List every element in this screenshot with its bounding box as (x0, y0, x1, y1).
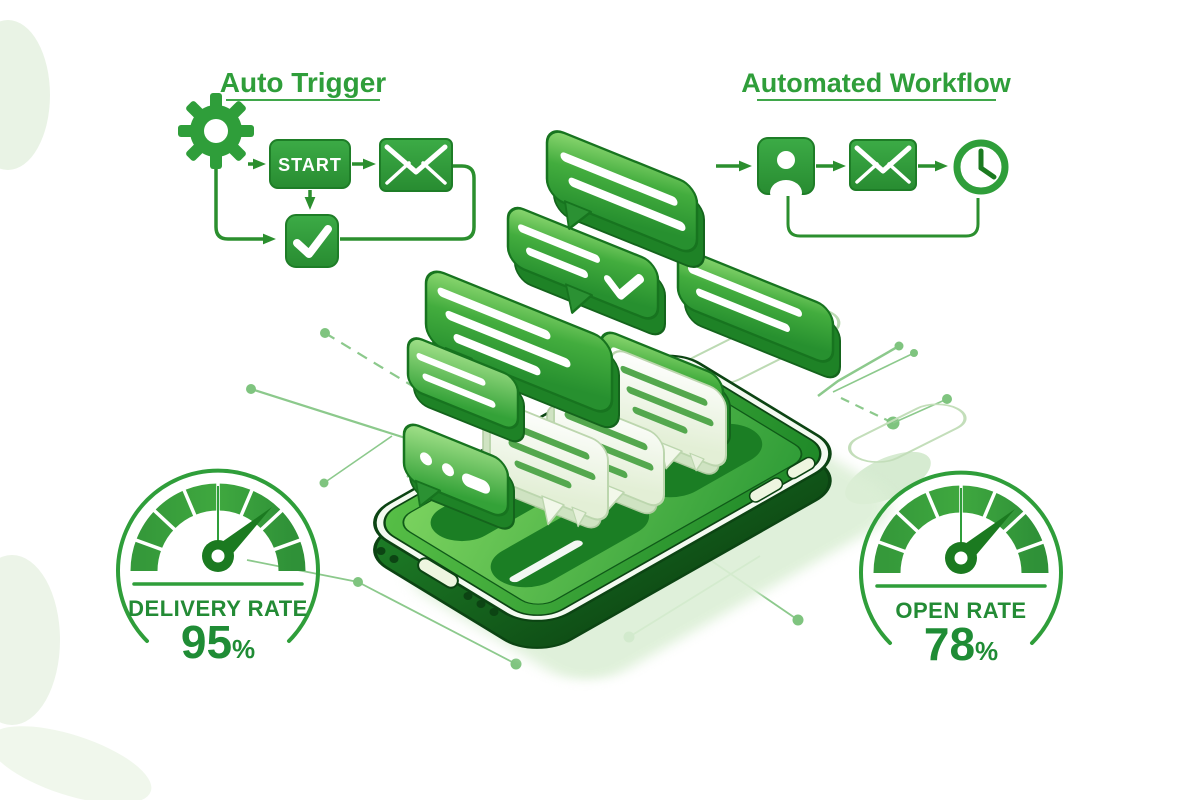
start-node: START (269, 139, 351, 189)
delivery-rate-label: DELIVERY RATE (128, 596, 308, 621)
chat-bubble-white (602, 350, 727, 475)
gauge-ring (116, 468, 320, 643)
background-tint (0, 555, 60, 725)
open-rate-label: OPEN RATE (895, 598, 1026, 623)
flow-connectors (716, 160, 980, 238)
flow-connectors (214, 158, 476, 245)
gauge-needle (945, 509, 1015, 574)
envelope-icon (379, 138, 453, 192)
user-icon (757, 137, 815, 196)
automated-workflow-flow: Automated Workflow (716, 68, 1012, 238)
chat-bubble-green (676, 249, 841, 379)
delivery-rate-unit: % (232, 634, 255, 664)
chat-bubble-green (406, 337, 525, 443)
start-label: START (278, 155, 342, 175)
auto-trigger-title: Auto Trigger (220, 67, 387, 98)
checkmark-icon (285, 214, 339, 268)
open-rate-number: 78 (924, 618, 975, 670)
clock-icon (953, 139, 1009, 195)
chat-bubble-green (424, 270, 620, 429)
chat-bubble-green-check (506, 206, 666, 336)
chat-bubble-green (545, 130, 705, 268)
delivery-rate-value: 95% (181, 616, 255, 668)
automated-workflow-title: Automated Workflow (741, 68, 1011, 98)
auto-trigger-flow: Auto Trigger (178, 67, 476, 268)
gear-icon (178, 93, 254, 169)
delivery-rate-gauge: DELIVERY RATE 95% (116, 468, 320, 668)
phone-side-buttons (376, 456, 816, 616)
background-tint (0, 726, 152, 800)
check-glyph (604, 274, 644, 300)
open-rate-value: 78% (924, 618, 998, 670)
gauge-needle (202, 507, 272, 572)
open-rate-unit: % (975, 636, 998, 666)
delivery-rate-number: 95 (181, 616, 232, 668)
background-tint (0, 20, 50, 170)
open-rate-gauge: OPEN RATE 78% (859, 470, 1063, 670)
gauge-ring (859, 470, 1063, 645)
envelope-icon (849, 139, 917, 191)
screen-highlight-line (509, 540, 583, 583)
typing-indicator-bubble (402, 423, 515, 530)
